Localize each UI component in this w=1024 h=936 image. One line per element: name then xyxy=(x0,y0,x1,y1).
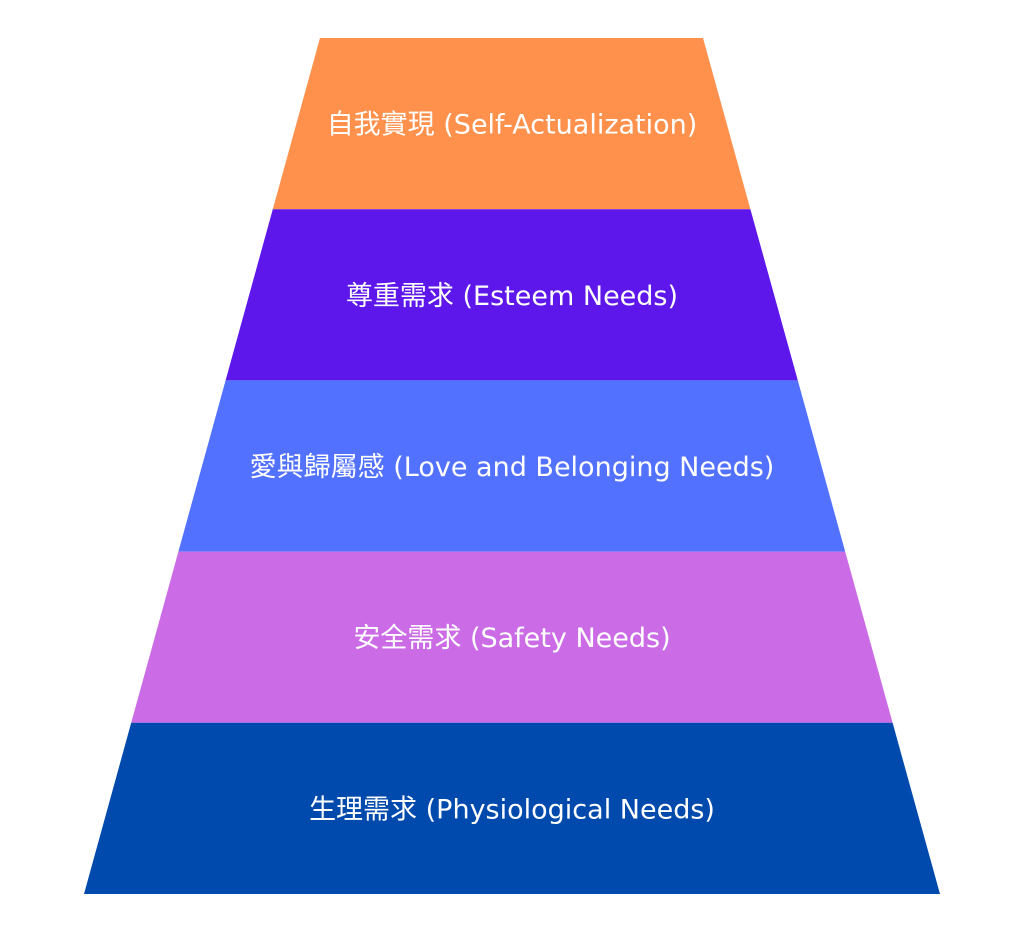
pyramid-level-label: 安全需求 (Safety Needs) xyxy=(353,623,670,654)
pyramid-level-label: 尊重需求 (Esteem Needs) xyxy=(346,281,678,312)
pyramid-level-5 xyxy=(84,722,940,894)
pyramid-level-4 xyxy=(131,551,893,723)
pyramid-level-label: 生理需求 (Physiological Needs) xyxy=(309,794,715,825)
pyramid-level-1 xyxy=(272,38,751,210)
pyramid-level-3 xyxy=(178,380,846,552)
pyramid-level-2 xyxy=(225,209,798,381)
pyramid-level-label: 愛與歸屬感 (Love and Belonging Needs) xyxy=(250,452,775,483)
pyramid-level-label: 自我實現 (Self-Actualization) xyxy=(327,110,698,141)
